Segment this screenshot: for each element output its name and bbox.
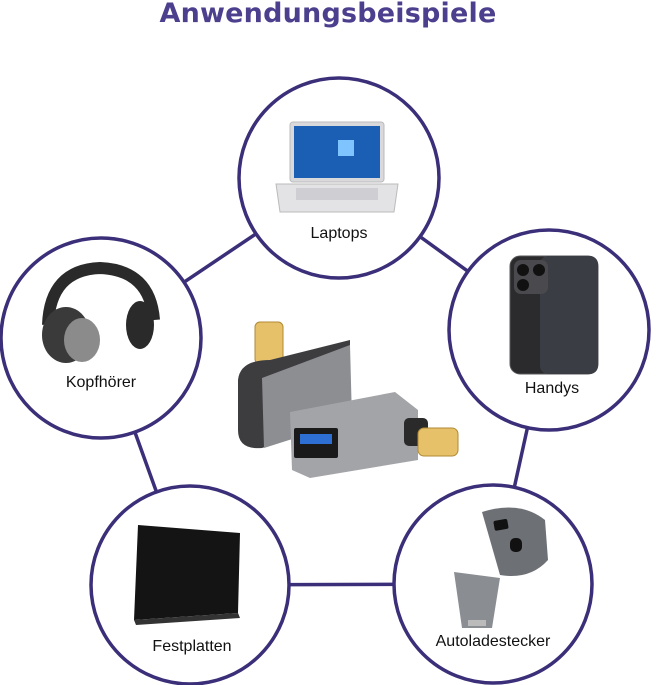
car-charger-icon bbox=[454, 507, 548, 628]
circle-kopfhoerer bbox=[0, 236, 203, 440]
headphones-icon bbox=[42, 261, 160, 363]
item-label-autoladestecker: Autoladestecker bbox=[435, 633, 551, 650]
page-title: Anwendungsbeispiele bbox=[159, 0, 497, 29]
laptop-icon bbox=[275, 121, 399, 213]
usb-c-otg-adapter-image bbox=[238, 321, 459, 478]
item-label-handys: Handys bbox=[524, 380, 580, 397]
item-label-laptops: Laptops bbox=[310, 225, 368, 242]
item-label-festplatten: Festplatten bbox=[152, 638, 232, 655]
item-label-kopfhoerer: Kopfhörer bbox=[65, 374, 137, 391]
smartphone-icon bbox=[509, 255, 599, 375]
hard-drive-icon bbox=[134, 525, 240, 625]
